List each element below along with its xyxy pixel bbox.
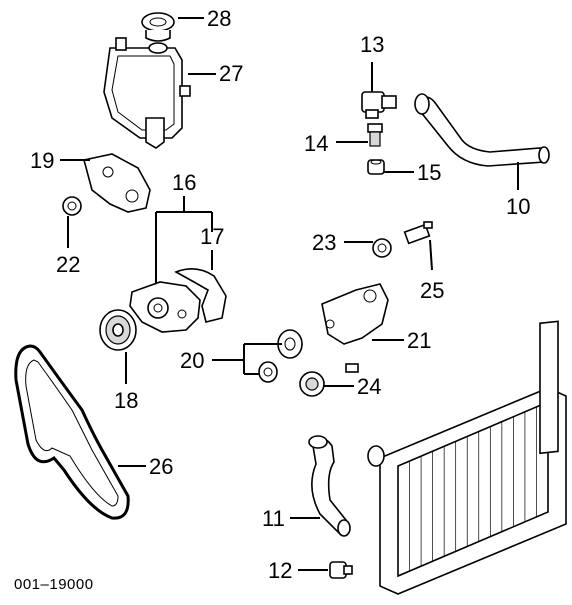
- leader-16: [155, 196, 213, 284]
- part-28-cap: [141, 12, 175, 42]
- callout-18: 18: [114, 388, 138, 413]
- callout-10: 10: [506, 194, 530, 219]
- part-18-pulley: [99, 309, 137, 351]
- callout-15: 15: [417, 160, 441, 185]
- callout-19: 19: [30, 148, 54, 173]
- callout-24: 24: [357, 374, 381, 399]
- part-25-sensor: [403, 221, 433, 245]
- part-19-bracket: [62, 153, 151, 216]
- part-12-drain: [329, 561, 353, 579]
- part-15-plug: [367, 159, 385, 175]
- leader-25: [429, 239, 433, 271]
- part-17-gasket: [174, 268, 227, 323]
- part-14-valve: [367, 123, 383, 147]
- leader-20: [212, 343, 282, 375]
- callout-17: 17: [200, 224, 224, 249]
- callout-27: 27: [219, 61, 243, 86]
- catalog-code: 001–19000: [14, 576, 94, 593]
- part-10-upper-hose: [414, 93, 550, 167]
- callout-23: 23: [312, 230, 336, 255]
- part-24-pulley: [299, 371, 325, 397]
- part-11-lower-hose: [308, 435, 351, 537]
- callout-12: 12: [268, 558, 292, 583]
- part-21-bracket: [321, 283, 389, 373]
- part-23-seal: [372, 238, 392, 258]
- callout-11: 11: [262, 506, 285, 531]
- callout-28: 28: [207, 6, 231, 31]
- radiator-fins: [397, 402, 549, 576]
- part-20-idlers: [258, 329, 303, 383]
- part-27-reservoir: [103, 37, 191, 149]
- callout-22: 22: [56, 252, 80, 277]
- part-16-water-pump: [129, 281, 201, 333]
- part-13-fitting: [361, 91, 397, 119]
- callout-20: 20: [180, 348, 204, 373]
- callout-16: 16: [172, 170, 196, 195]
- callout-26: 26: [149, 454, 173, 479]
- callout-21: 21: [407, 328, 431, 353]
- part-radiator: [367, 320, 567, 595]
- callout-14: 14: [304, 131, 328, 156]
- part-26-belt: [14, 344, 130, 520]
- callout-13: 13: [360, 32, 384, 57]
- callout-25: 25: [420, 278, 444, 303]
